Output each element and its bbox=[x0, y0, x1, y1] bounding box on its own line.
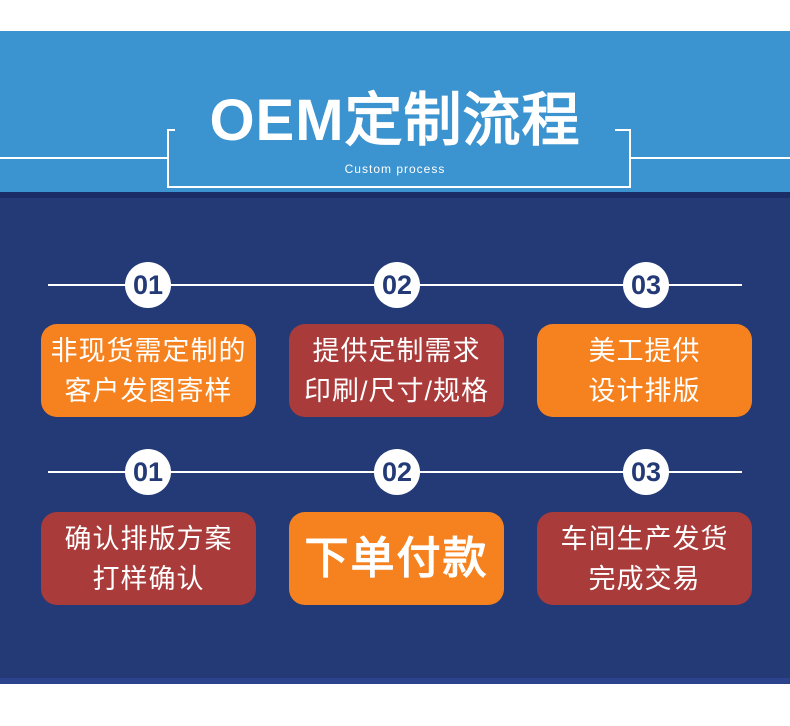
page-title: OEM定制流程 bbox=[0, 92, 790, 150]
step-box-label: 设计排版 bbox=[588, 375, 701, 406]
step-box-label: 确认排版方案 bbox=[64, 523, 233, 554]
step-box-design-layout: 美工提供 设计排版 bbox=[537, 324, 752, 417]
step-box-confirm-layout: 确认排版方案 打样确认 bbox=[41, 512, 256, 605]
header-rule-left bbox=[0, 157, 167, 159]
step-circle-1-1: 01 bbox=[125, 262, 171, 308]
step-box-label: 客户发图寄样 bbox=[64, 375, 233, 406]
step-circle-2-2: 02 bbox=[374, 449, 420, 495]
step-box-label: 非现货需定制的 bbox=[50, 335, 247, 366]
step-circle-1-2: 02 bbox=[374, 262, 420, 308]
step-box-label: 印刷/尺寸/规格 bbox=[303, 375, 489, 406]
step-box-label: 美工提供 bbox=[588, 335, 701, 366]
step-box-label: 打样确认 bbox=[92, 563, 205, 594]
step-circle-2-1: 01 bbox=[125, 449, 171, 495]
flow-section: 01 02 03 非现货需定制的 客户发图寄样 提供定制需求 印刷/尺寸/规格 … bbox=[0, 198, 790, 678]
step-circle-2-3: 03 bbox=[623, 449, 669, 495]
divider-strip-top bbox=[0, 192, 790, 198]
step-box-place-order: 下单付款 bbox=[289, 512, 504, 605]
step-box-produce-ship: 车间生产发货 完成交易 bbox=[537, 512, 752, 605]
page-subtitle: Custom process bbox=[344, 162, 446, 176]
divider-strip-bottom bbox=[0, 678, 790, 684]
header-band: OEM定制流程 Custom process bbox=[0, 31, 790, 192]
step-box-label: 完成交易 bbox=[588, 563, 701, 594]
step-box-label: 车间生产发货 bbox=[560, 523, 729, 554]
step-circle-1-3: 03 bbox=[623, 262, 669, 308]
step-box-label: 下单付款 bbox=[304, 533, 489, 583]
step-box-provide-specs: 提供定制需求 印刷/尺寸/规格 bbox=[289, 324, 504, 417]
page-title-text: OEM定制流程 bbox=[175, 92, 615, 150]
header-rule-right bbox=[631, 157, 790, 159]
step-box-customize-request: 非现货需定制的 客户发图寄样 bbox=[41, 324, 256, 417]
step-box-label: 提供定制需求 bbox=[312, 335, 481, 366]
